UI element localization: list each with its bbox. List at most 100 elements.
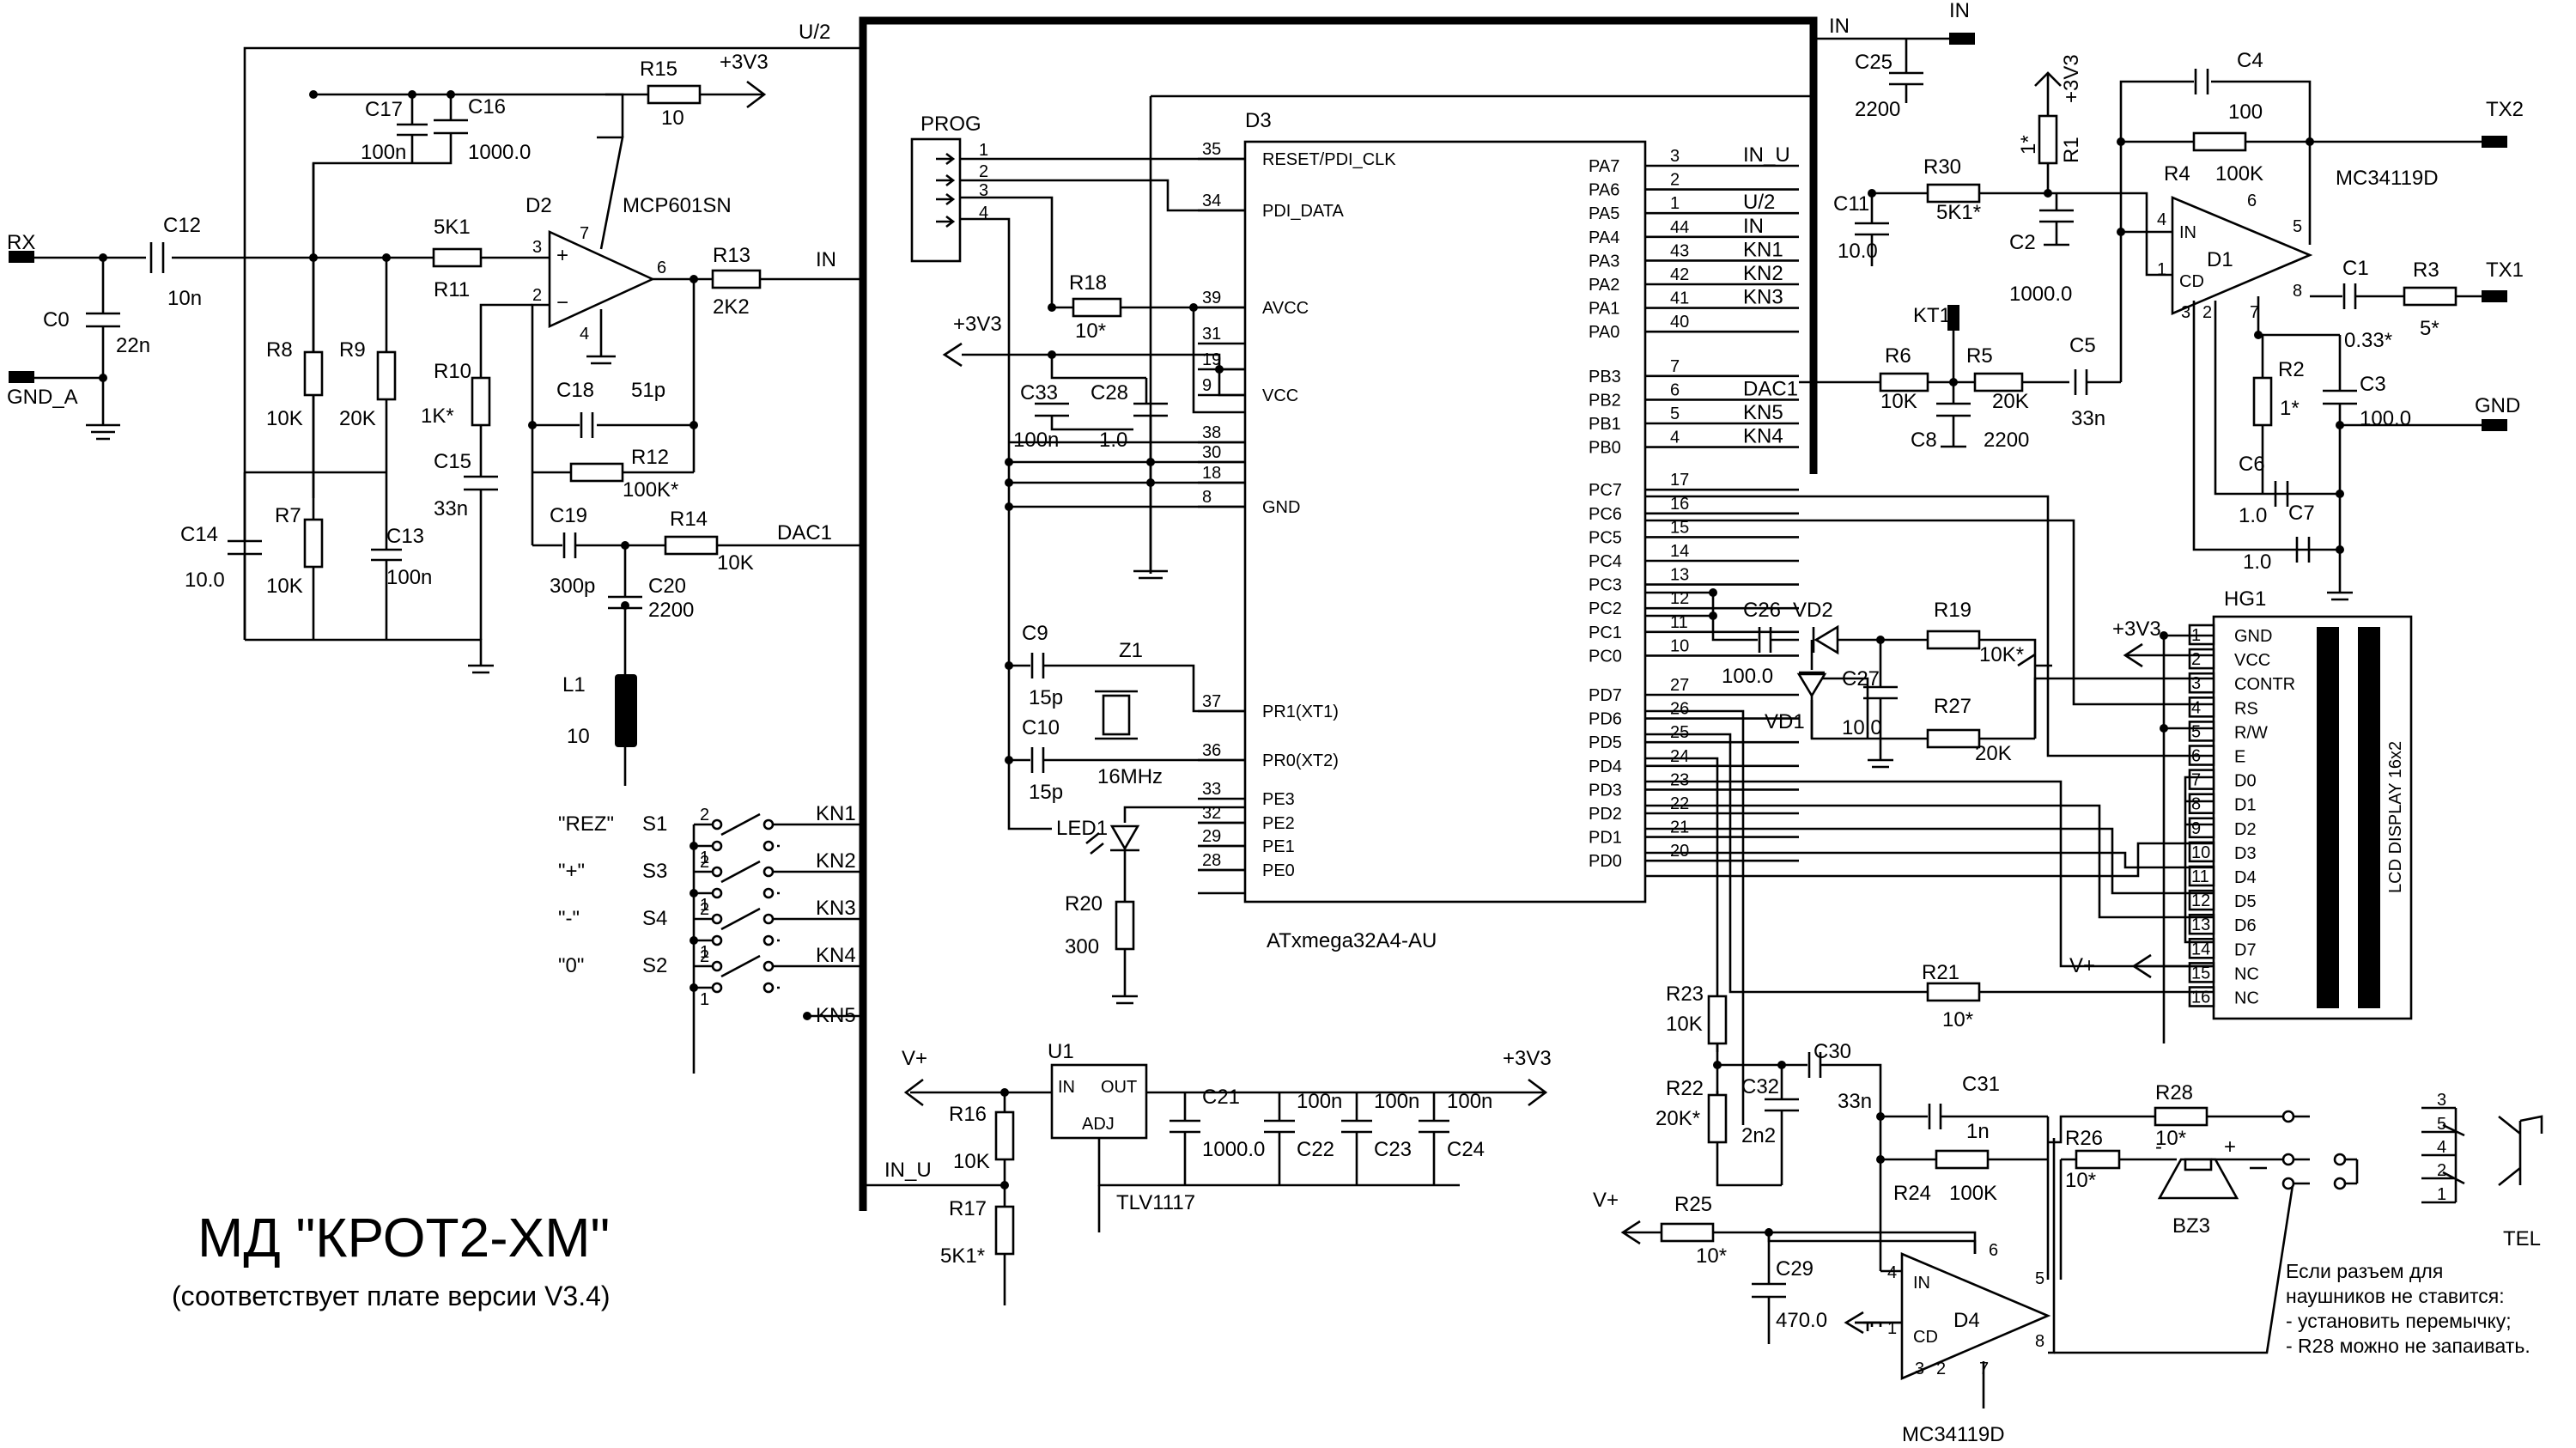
d3-pin-number: 31 xyxy=(1202,325,1221,344)
button-contact xyxy=(762,934,775,946)
wire-u2-top xyxy=(243,46,863,640)
button-pin: 1 xyxy=(700,990,709,1009)
c10-ref: C10 xyxy=(1022,716,1060,739)
d2-part: MCP601SN xyxy=(623,194,732,217)
c6-value: 1.0 xyxy=(2239,504,2267,527)
lcd-pin-number: 14 xyxy=(2191,940,2210,958)
d1-in: IN xyxy=(2179,223,2196,242)
r20-ref: R20 xyxy=(1065,892,1103,916)
r10 xyxy=(471,376,491,427)
vplus-label-3: V+ xyxy=(1593,1189,1619,1212)
r5-ref: R5 xyxy=(1966,344,1993,368)
button-contact xyxy=(762,840,775,852)
r15-value: 10 xyxy=(661,106,684,130)
junction xyxy=(1048,303,1056,312)
c4-plates xyxy=(2194,69,2209,94)
d4-pin-1: 1 xyxy=(1887,1319,1897,1338)
d3-pin-name: PE1 xyxy=(1262,837,1295,856)
d3-pin-number: 32 xyxy=(1202,804,1221,823)
wire-xtal xyxy=(1009,664,1245,762)
r24-ref: R24 xyxy=(1893,1182,1931,1205)
d3-pin-name: PA7 xyxy=(1589,157,1619,176)
wire-prog xyxy=(960,157,1245,830)
wire-gnd-pins xyxy=(1009,441,1245,580)
tel-body xyxy=(2421,1106,2543,1204)
lcd-pin-name: D7 xyxy=(2234,940,2257,959)
c6-ref: C6 xyxy=(2239,453,2265,476)
junction xyxy=(99,253,107,262)
r1-ref: R1 xyxy=(2060,137,2083,163)
wire-in-top xyxy=(1814,37,1975,103)
vplus-label-1: V+ xyxy=(902,1047,927,1070)
d3-net-label: KN4 xyxy=(1743,425,1783,448)
c18-plates xyxy=(580,412,594,438)
r10-ref: R10 xyxy=(434,360,471,383)
page-subtitle: (соответствует плате версии V3.4) xyxy=(172,1281,611,1311)
r7-ref: R7 xyxy=(275,504,301,527)
bz3-label: BZ3 xyxy=(2172,1214,2210,1238)
d3-pin-name: PA2 xyxy=(1589,276,1619,295)
r26-ref: R26 xyxy=(2065,1127,2103,1150)
r5 xyxy=(1973,372,2024,392)
c19-plates xyxy=(562,532,577,558)
lcd-pin-box xyxy=(2188,793,2215,815)
led1-bar xyxy=(1085,831,1139,855)
c32-ref: C32 xyxy=(1741,1075,1779,1098)
d3-pin-name: PA3 xyxy=(1589,252,1619,271)
d3-pin-name: PC7 xyxy=(1589,481,1622,500)
r20 xyxy=(1115,900,1135,951)
r25-value: 10* xyxy=(1696,1244,1727,1268)
junction xyxy=(690,421,698,429)
button-net: KN2 xyxy=(816,849,856,873)
c31-value: 1n xyxy=(1966,1120,1990,1143)
button-contact xyxy=(711,934,723,946)
r25 xyxy=(1660,1222,1715,1243)
c10-plates xyxy=(1030,747,1045,773)
d3-pin-name: PD2 xyxy=(1589,805,1622,824)
c0-ref: C0 xyxy=(43,308,70,332)
r17 xyxy=(994,1205,1015,1256)
wire-c17 xyxy=(397,94,428,163)
d3-pin-name: PC3 xyxy=(1589,576,1622,595)
crystal-plates xyxy=(1095,690,1138,740)
rx-terminal xyxy=(9,251,34,263)
d1-ref: D1 xyxy=(2207,248,2233,271)
in-label-3: IN xyxy=(1949,0,1970,22)
d3-pin-number: 20 xyxy=(1670,842,1689,861)
r8-value: 10K xyxy=(266,407,303,430)
d3-pin-number: 1 xyxy=(1670,194,1680,213)
button-switch xyxy=(694,860,863,895)
c20-value: 2200 xyxy=(648,599,694,622)
r3-ref: R3 xyxy=(2413,259,2439,282)
wire-lcd-data xyxy=(2184,776,2214,944)
r15-ref: R15 xyxy=(640,58,677,81)
button-contact xyxy=(762,866,775,878)
r17-ref: R17 xyxy=(949,1197,987,1220)
wire-r30-d1 xyxy=(2057,192,2172,277)
junction xyxy=(621,541,629,550)
d3-pin-number: 22 xyxy=(1670,794,1689,813)
lcd-display-label: LCD DISPLAY 16x2 xyxy=(2386,741,2405,893)
button-pin: 2 xyxy=(700,853,709,872)
c30-ref: C30 xyxy=(1814,1040,1851,1063)
vd1-label: VD1 xyxy=(1765,710,1805,733)
c5-value: 33n xyxy=(2071,407,2105,430)
wire-regulator-caps xyxy=(1170,1092,1449,1185)
junction xyxy=(1949,378,1958,386)
d3-pin-number: 6 xyxy=(1670,380,1680,399)
r26 xyxy=(2075,1149,2121,1170)
c26-value: 100.0 xyxy=(1722,665,1773,688)
d3-net-label: U/2 xyxy=(1743,191,1775,214)
wire-c20 xyxy=(608,545,642,674)
d4-ref: D4 xyxy=(1953,1309,1980,1332)
wire-r10 xyxy=(464,303,532,674)
r6-ref: R6 xyxy=(1885,344,1911,368)
r14-value: 10K xyxy=(717,551,754,575)
button-switch xyxy=(694,954,863,989)
tel-jack xyxy=(2498,1115,2521,1187)
gnd-terminal xyxy=(2482,419,2507,431)
d3-pin-name: PB1 xyxy=(1589,415,1621,434)
junction xyxy=(1005,478,1013,487)
